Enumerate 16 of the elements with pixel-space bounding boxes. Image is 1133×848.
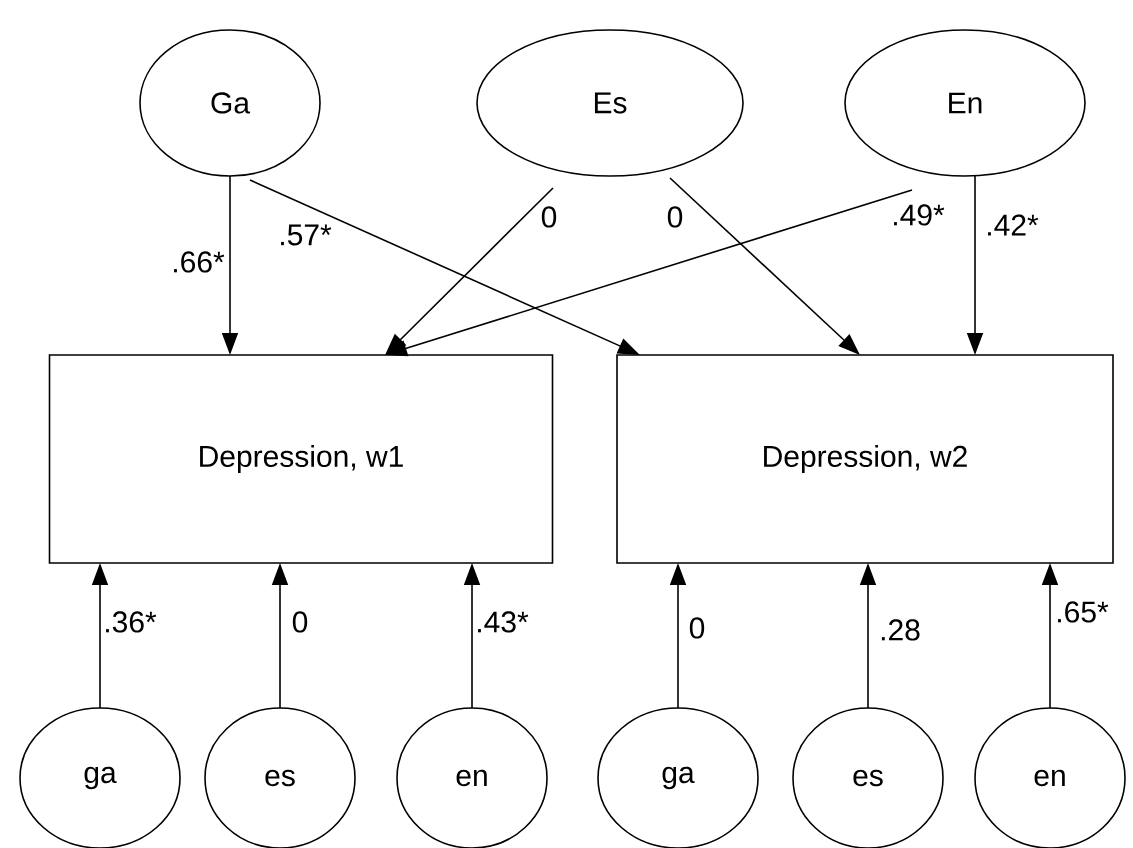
edge-label: .42* bbox=[984, 213, 1040, 237]
edge-label: 0 bbox=[665, 205, 685, 229]
edge-label: .57* bbox=[277, 223, 333, 247]
arrow bbox=[669, 177, 860, 355]
edge-label: .65* bbox=[1054, 600, 1110, 624]
edge-label: .49* bbox=[890, 203, 946, 227]
variable-box: Depression, w1 bbox=[48, 354, 554, 564]
edge-label: 0 bbox=[539, 205, 559, 229]
edge-label: .28 bbox=[878, 618, 922, 642]
edge-label: .66* bbox=[170, 250, 226, 274]
edge-label: .43* bbox=[474, 610, 530, 634]
variable-box: Depression, w2 bbox=[616, 354, 1114, 564]
edge-label: 0 bbox=[687, 616, 707, 640]
edge-label: .36* bbox=[102, 610, 158, 634]
arrow bbox=[385, 187, 554, 355]
edge-label: 0 bbox=[290, 610, 310, 634]
